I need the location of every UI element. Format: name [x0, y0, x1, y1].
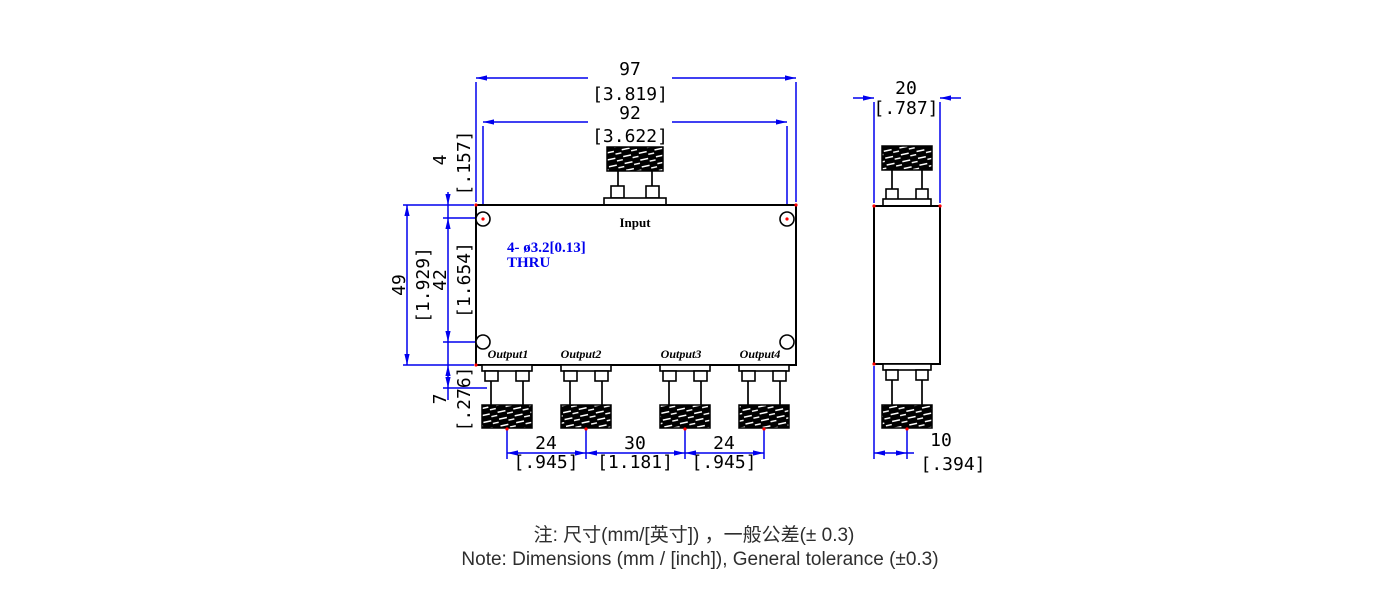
input-knurl-nut [606, 146, 664, 172]
side-enclosure-outline [873, 205, 941, 365]
dim-49-inch: [1.929] [413, 247, 434, 323]
mounting-hole-bottom-left [475, 334, 491, 350]
output4-label: Output4 [740, 347, 781, 361]
defpoint-markers [474, 203, 942, 431]
dim-20-mm: 20 [895, 78, 917, 99]
dim-92-inch: [3.622] [592, 126, 668, 147]
dim-hole-spacing-h [482, 119, 788, 211]
output-connector-4 [738, 364, 790, 429]
dim-49-mm: 49 [389, 274, 410, 296]
output-connector-1 [481, 364, 533, 429]
dim-depth [853, 95, 961, 203]
output1-label: Output1 [488, 347, 529, 361]
dim-10-inch: [.394] [920, 454, 985, 475]
dim-92-mm: 92 [619, 103, 641, 124]
hole-callout-line1: 4- ø3.2[0.13] [507, 240, 586, 256]
dim-4-mm: 4 [430, 155, 451, 166]
dim-20-inch: [.787] [873, 98, 938, 119]
front-view [475, 146, 797, 429]
dim-24a-mm: 24 [535, 433, 557, 454]
side-top-connector [881, 145, 933, 207]
dim-30-mm: 30 [624, 433, 646, 454]
enclosure-outline [475, 204, 797, 366]
output-connector-2 [560, 364, 612, 429]
output3-label: Output3 [661, 347, 702, 361]
dim-10-mm: 10 [930, 430, 952, 451]
dim-connector-offset [873, 366, 914, 459]
mounting-hole-bottom-right [779, 334, 795, 350]
dim-7-inch: [.276] [454, 366, 475, 431]
dim-24b-mm: 24 [713, 433, 735, 454]
dim-4-inch: [.157] [454, 130, 475, 195]
input-connector [603, 146, 667, 206]
dim-overall-width [475, 75, 797, 202]
dim-97-mm: 97 [619, 59, 641, 80]
output-connector-3 [659, 364, 711, 429]
note-zh: 注: 尺寸(mm/[英寸]) ，一般公差(± 0.3) [534, 524, 855, 546]
dim-24b-inch: [.945] [691, 452, 756, 473]
dim-24a-inch: [.945] [513, 452, 578, 473]
note-en: Note: Dimensions (mm / [inch]), General … [461, 549, 938, 570]
side-bottom-connector [881, 363, 933, 429]
hole-callout-line2: THRU [507, 255, 551, 271]
input-port-label: Input [619, 215, 651, 230]
dim-42-inch: [1.654] [454, 242, 475, 318]
output2-label: Output2 [561, 347, 602, 361]
dim-7-mm: 7 [430, 394, 451, 405]
dim-overall-height [403, 204, 474, 366]
dim-edge-to-hole-and-hole-spacing-v [443, 192, 487, 400]
side-view [873, 145, 941, 429]
dim-42-mm: 42 [430, 269, 451, 291]
dim-output-pitches [506, 429, 765, 459]
dim-30-inch: [1.181] [597, 452, 673, 473]
dim-97-inch: [3.819] [592, 84, 668, 105]
